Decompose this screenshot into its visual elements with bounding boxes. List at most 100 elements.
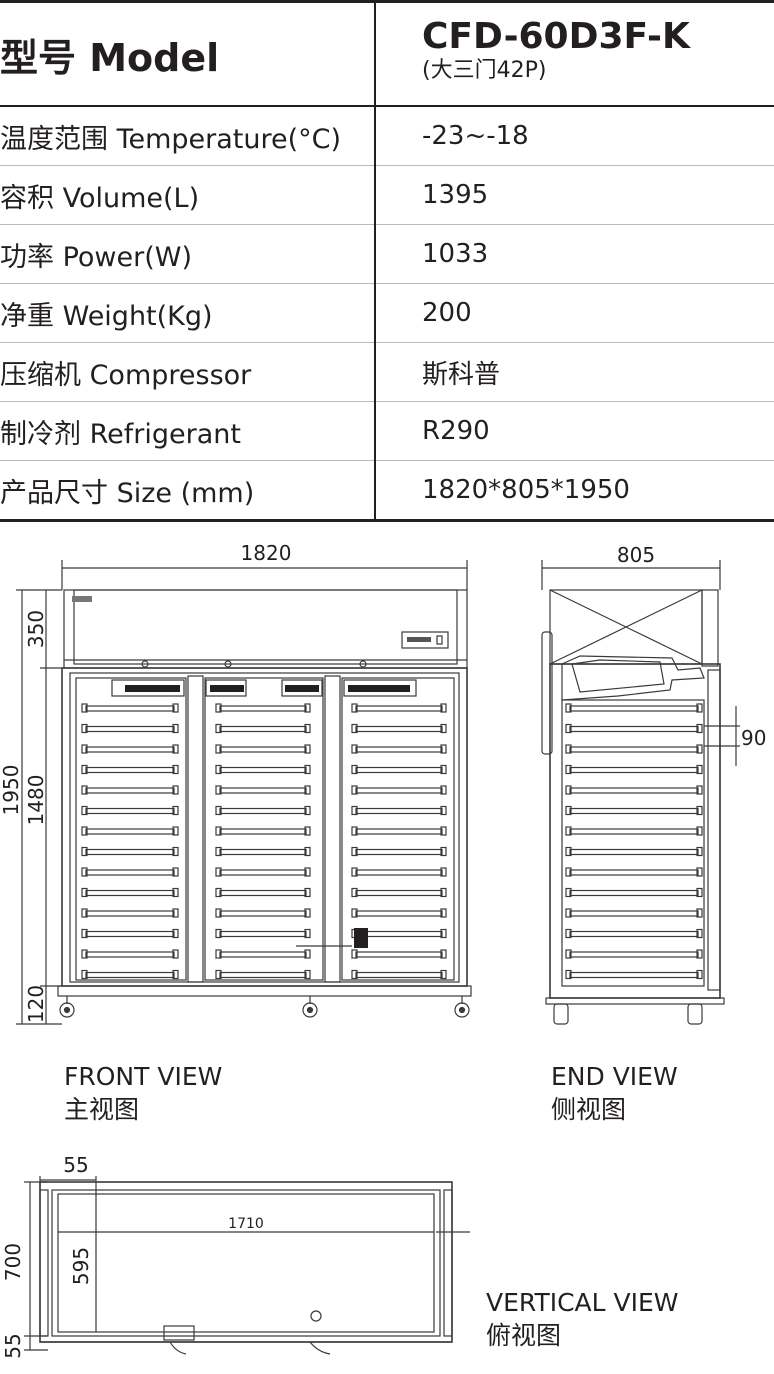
tray	[569, 971, 699, 979]
tray-bracket	[215, 846, 222, 857]
tray	[355, 971, 443, 979]
tray	[355, 766, 443, 774]
tray	[219, 971, 307, 979]
tray-bracket	[81, 949, 88, 959]
tray-bracket	[81, 867, 88, 877]
tray-bracket	[565, 744, 572, 754]
tray-bracket	[440, 744, 447, 754]
spec-row: 净重 Weight(Kg) 200	[0, 283, 774, 343]
tray	[569, 951, 699, 958]
tray-bracket	[696, 826, 703, 836]
tray-bracket	[565, 785, 572, 795]
end-view-caption: END VIEW 侧视图	[551, 1060, 678, 1126]
tray-bracket	[440, 764, 447, 775]
spec-value: -23~-18	[375, 106, 774, 166]
tray-bracket	[215, 867, 222, 877]
vertical-view-caption: VERTICAL VIEW 俯视图	[486, 1286, 679, 1352]
tray-bracket	[81, 723, 88, 734]
tray-bracket	[172, 867, 179, 877]
spec-table: 型号 Model CFD-60D3F-K (大三门42P) 温度范围 Tempe…	[0, 0, 774, 522]
tray	[569, 766, 699, 774]
spec-value: 1033	[375, 224, 774, 284]
tray-bracket	[81, 703, 88, 713]
tray	[569, 869, 699, 876]
tray-bracket	[696, 867, 703, 877]
tray-bracket	[351, 908, 358, 918]
tray	[219, 889, 307, 897]
door-swing	[309, 1341, 331, 1355]
end-view-drawing: 805 90	[541, 543, 766, 1025]
tray-bracket	[440, 826, 447, 836]
tray-bracket	[172, 908, 179, 918]
tray-bracket	[565, 846, 572, 857]
vertical-view-drawing: 55 1710 595 700 55	[1, 1153, 470, 1359]
tray-bracket	[696, 949, 703, 959]
tray-bracket	[351, 867, 358, 877]
front-view-title: FRONT VIEW	[64, 1062, 223, 1091]
tray-rack	[215, 703, 311, 980]
tray-bracket	[81, 764, 88, 775]
tray-bracket	[215, 744, 222, 754]
tray-bracket	[81, 826, 88, 836]
door-section	[204, 677, 324, 981]
tray-bracket	[304, 949, 311, 959]
tray	[569, 930, 699, 938]
tray-bracket	[696, 723, 703, 734]
tray-bracket	[440, 867, 447, 877]
spec-label: 产品尺寸 Size (mm)	[0, 460, 376, 522]
tray	[85, 848, 175, 856]
tray-bracket	[440, 703, 447, 713]
model-value: CFD-60D3F-K	[422, 16, 690, 57]
end-view-title-cn: 侧视图	[551, 1095, 627, 1124]
end-door-edge	[701, 589, 719, 667]
front-base	[57, 985, 472, 997]
caster-wheel	[553, 1003, 569, 1025]
tray	[85, 910, 175, 917]
dim-vertical-inner-depth: 595	[69, 1247, 93, 1285]
front-canopy-inner	[73, 589, 458, 665]
dim-vertical-edge-bottom: 55	[1, 1333, 25, 1358]
tray-bracket	[565, 805, 572, 816]
tray	[569, 725, 699, 733]
tray-bracket	[351, 744, 358, 754]
tray-bracket	[215, 949, 222, 959]
tray-bracket	[172, 723, 179, 734]
tray	[219, 766, 307, 774]
door-swing	[169, 1341, 187, 1355]
tray	[85, 930, 175, 938]
tray-bracket	[696, 908, 703, 918]
tray-bracket	[81, 928, 88, 939]
tray	[219, 725, 307, 733]
hinge-icon	[224, 660, 232, 668]
door-header	[205, 679, 247, 697]
tray-bracket	[304, 826, 311, 836]
tray-bracket	[304, 785, 311, 795]
dim-vertical-inner-width: 1710	[228, 1216, 264, 1232]
spec-row: 制冷剂 Refrigerant R290	[0, 401, 774, 461]
tray	[85, 971, 175, 979]
spec-row: 温度范围 Temperature(°C) -23~-18	[0, 106, 774, 166]
tray	[355, 787, 443, 794]
dim-front-top: 350	[24, 610, 48, 648]
tray	[85, 951, 175, 958]
tray-bracket	[440, 846, 447, 857]
door-vent	[125, 685, 180, 692]
tray-bracket	[351, 887, 358, 898]
tray-bracket	[565, 908, 572, 918]
tray-bracket	[172, 744, 179, 754]
tray-bracket	[565, 887, 572, 898]
tray-bracket	[565, 867, 572, 877]
tray-bracket	[172, 826, 179, 836]
front-canopy	[63, 589, 468, 669]
tray	[355, 910, 443, 917]
tray	[219, 746, 307, 753]
door-frame	[341, 677, 455, 981]
tray-bracket	[351, 764, 358, 775]
door-header	[281, 679, 323, 697]
spec-row: 功率 Power(W) 1033	[0, 224, 774, 284]
tray	[219, 910, 307, 917]
door-header	[111, 679, 185, 697]
mullion	[187, 675, 204, 983]
tray-bracket	[172, 949, 179, 959]
tray	[219, 869, 307, 876]
